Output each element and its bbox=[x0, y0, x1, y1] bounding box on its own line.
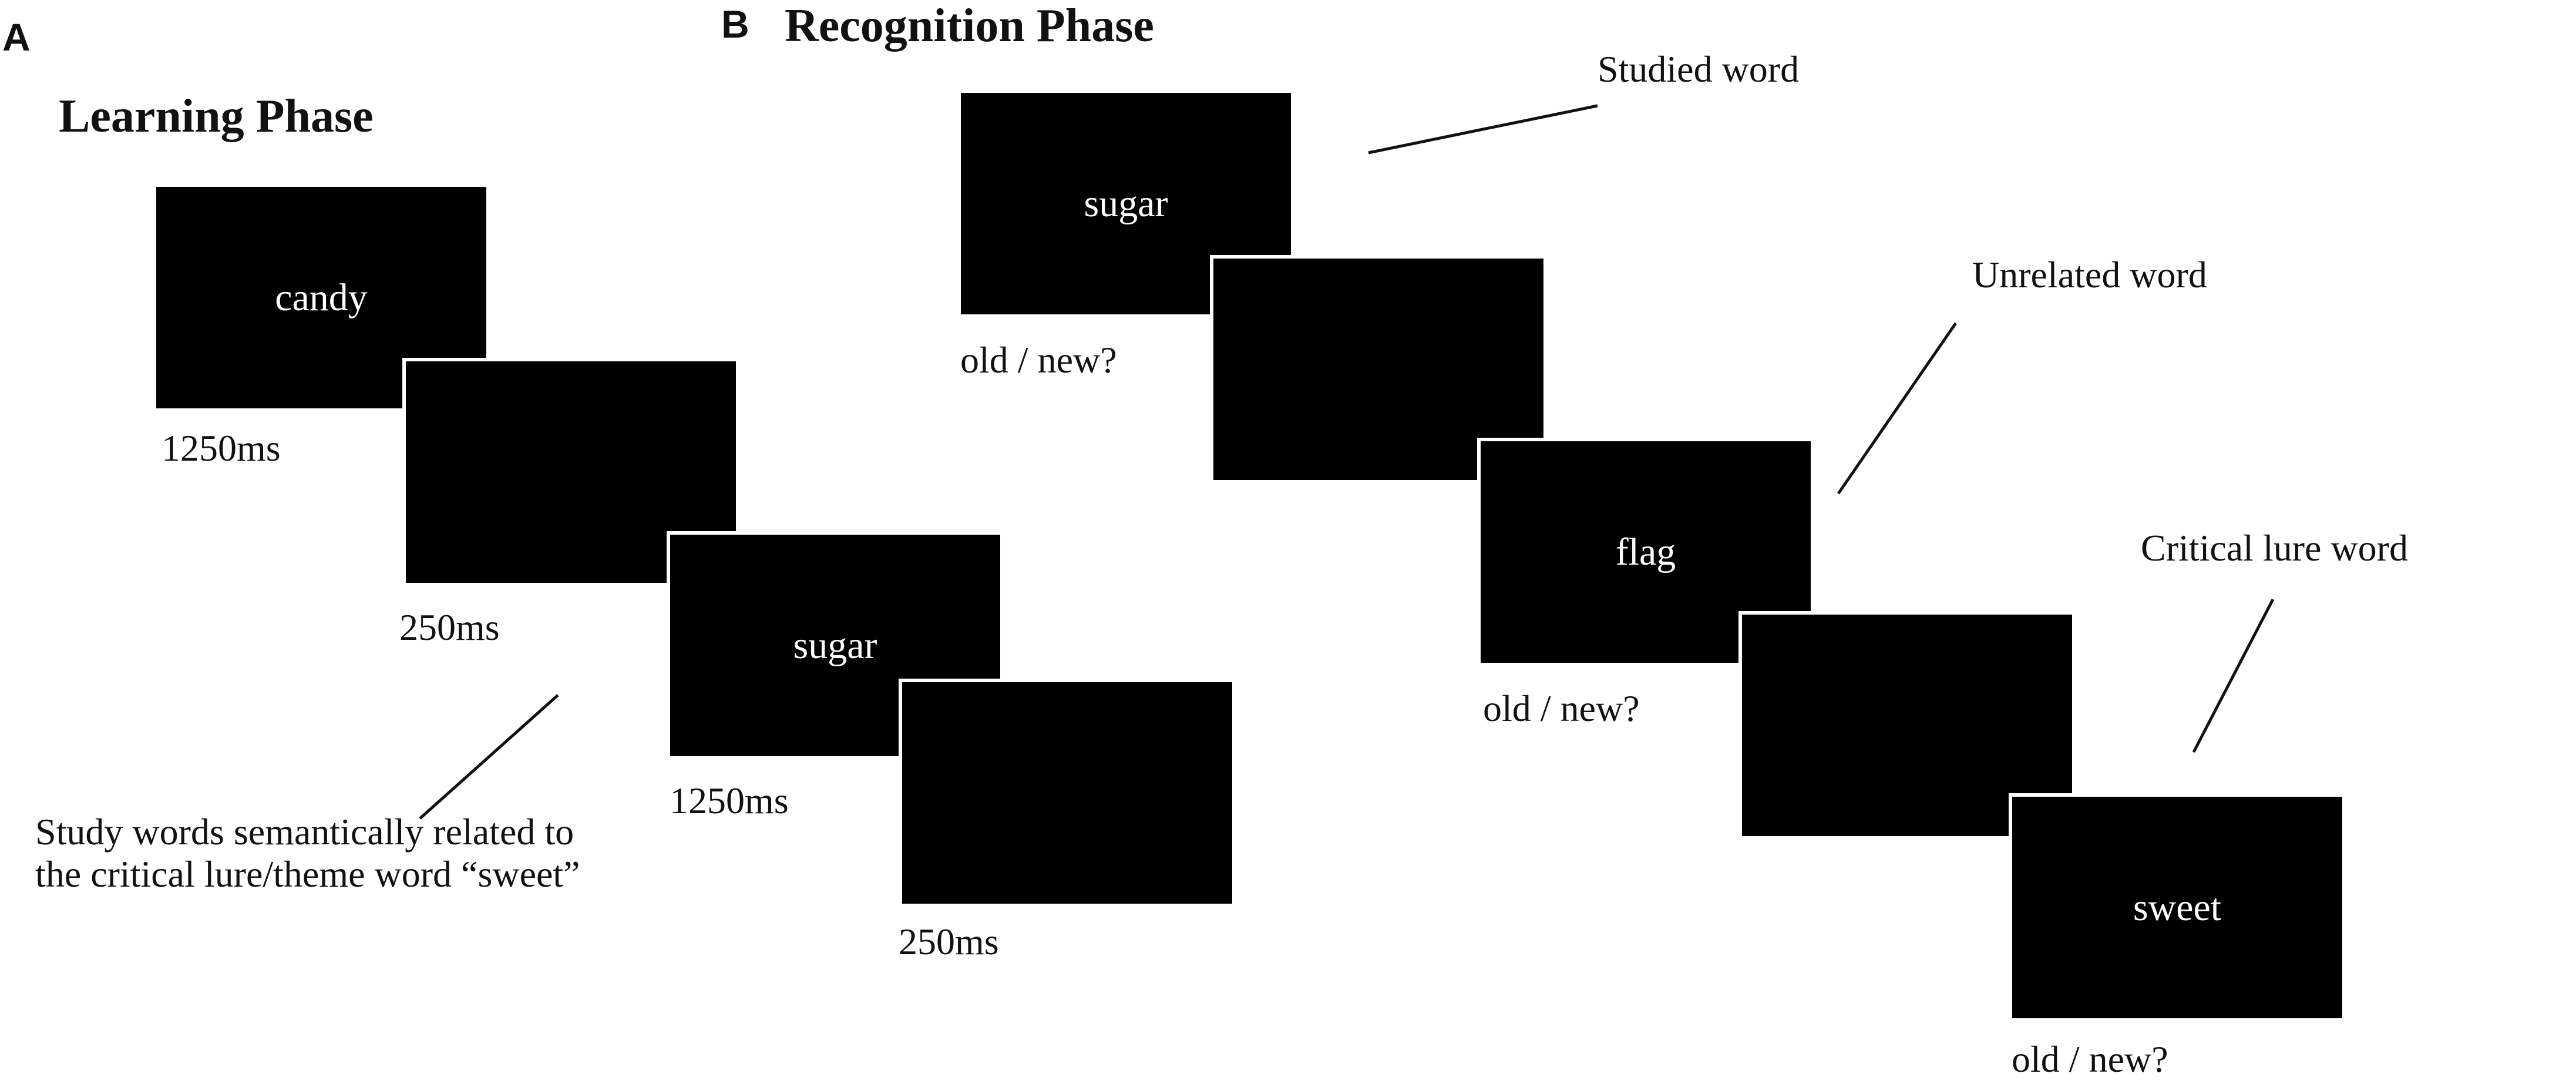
recognition-prompt-3: old / new? bbox=[1483, 687, 1640, 729]
learning-screen-4 bbox=[899, 679, 1236, 907]
learning-duration-2: 250ms bbox=[399, 606, 500, 648]
recognition-phase-title: Recognition Phase bbox=[785, 0, 1154, 52]
recognition-prompt-1: old / new? bbox=[960, 339, 1117, 381]
study-note-leader-line bbox=[419, 694, 559, 820]
learning-duration-3: 1250ms bbox=[670, 780, 789, 821]
study-words-note: Study words semantically related to the … bbox=[35, 811, 580, 895]
learning-screen-1-word: candy bbox=[275, 276, 368, 319]
recognition-screen-3-word: flag bbox=[1615, 530, 1676, 573]
learning-duration-1: 1250ms bbox=[162, 427, 281, 469]
unrelated-word-label: Unrelated word bbox=[1972, 254, 2207, 296]
unrelated-word-leader-line bbox=[1837, 322, 1958, 495]
recognition-screen-5-word: sweet bbox=[2133, 885, 2222, 929]
learning-duration-4: 250ms bbox=[899, 921, 999, 962]
critical-lure-leader-line bbox=[2192, 598, 2275, 753]
panel-a-letter: A bbox=[2, 15, 31, 59]
recognition-screen-1-word: sugar bbox=[1084, 182, 1168, 225]
recognition-screen-5: sweet bbox=[2009, 793, 2346, 1022]
critical-lure-word-label: Critical lure word bbox=[2141, 527, 2408, 569]
studied-word-label: Studied word bbox=[1598, 48, 1800, 90]
panel-b-letter: B bbox=[721, 2, 749, 46]
recognition-prompt-5: old / new? bbox=[2012, 1038, 2168, 1080]
learning-screen-3-word: sugar bbox=[793, 623, 877, 667]
learning-phase-title: Learning Phase bbox=[59, 90, 374, 142]
studied-word-leader-line bbox=[1368, 104, 1598, 155]
